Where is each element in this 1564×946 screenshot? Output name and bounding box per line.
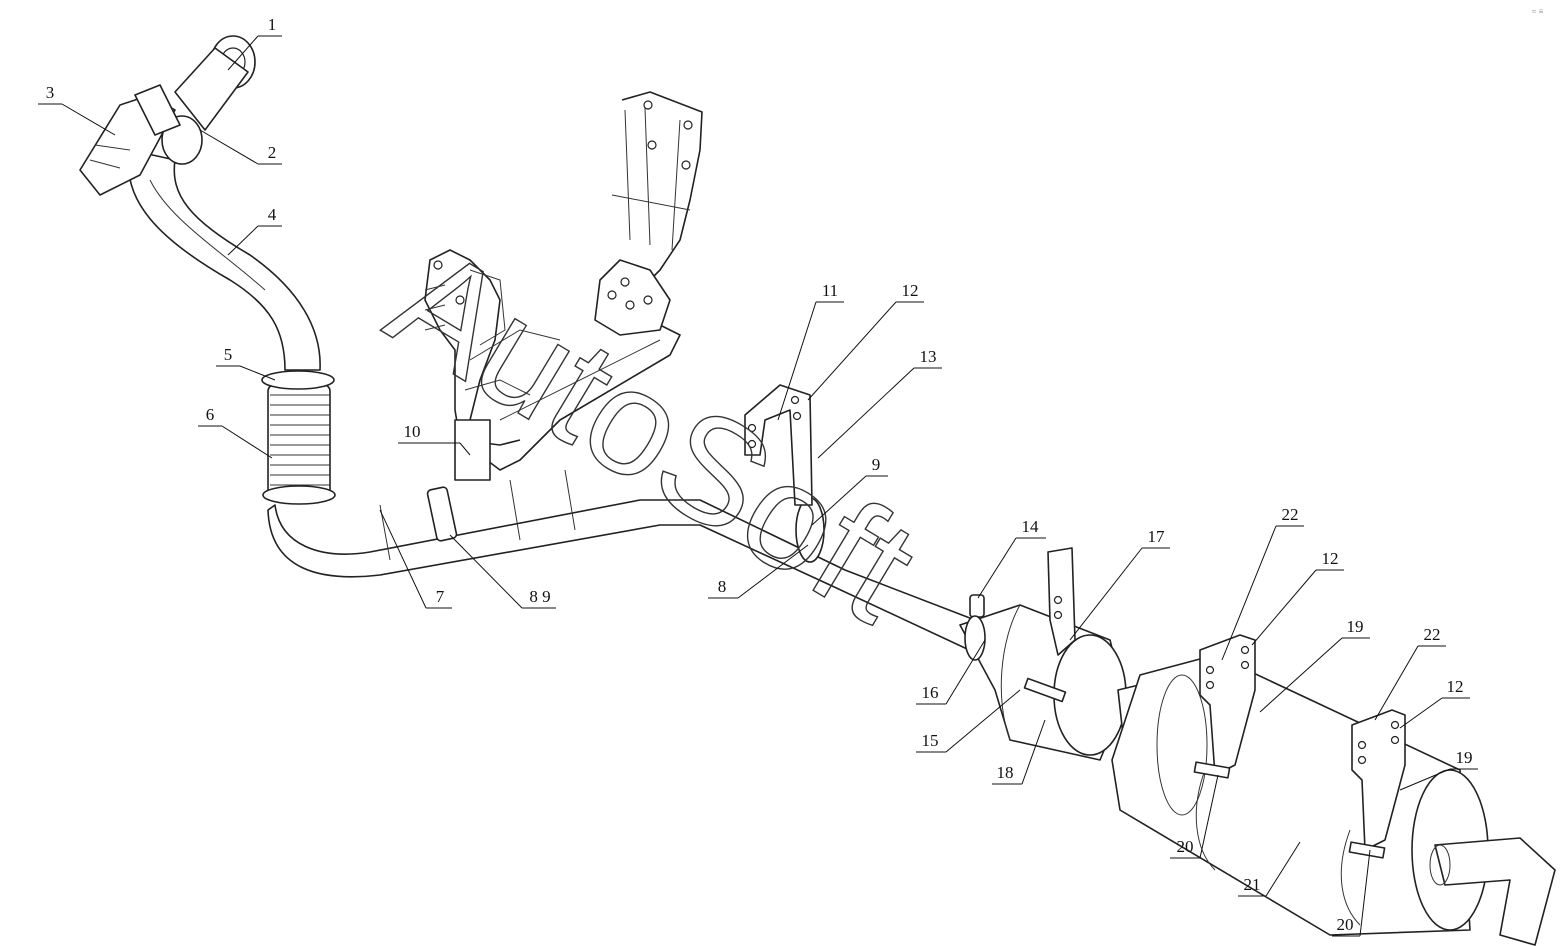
callout-label: 9 (872, 455, 881, 474)
callout-label: 13 (920, 347, 937, 366)
callout-label: 10 (404, 422, 421, 441)
callout-10: 11 (777, 281, 844, 421)
callout-leader-line (977, 537, 1017, 599)
callout-leader-line (199, 129, 259, 165)
callout-leader-line (1265, 841, 1301, 897)
callout-17: 16 (916, 639, 986, 705)
callout-leader-line (227, 225, 259, 256)
callout-leader-line (459, 442, 471, 456)
corner-mark: ≈ ≡ (1532, 7, 1544, 16)
callout-leader-line (1021, 719, 1046, 785)
callout-label: 22 (1424, 625, 1441, 644)
callout-15: 14 (977, 517, 1046, 599)
callout-leader-line (449, 534, 523, 609)
callout-19: 18 (992, 719, 1046, 785)
callout-label: 15 (922, 731, 939, 750)
callout-4: 4 (227, 205, 282, 256)
callout-leader-line (945, 689, 1021, 753)
callout-leader-line (811, 475, 867, 526)
callout-label: 5 (224, 345, 233, 364)
callout-leader-line (1259, 637, 1343, 713)
hanger-bracket-front (744, 384, 813, 506)
aftertreatment-canister-front (959, 547, 1127, 761)
callout-label: 8 9 (529, 587, 550, 606)
callout-5: 5 (216, 345, 276, 381)
callout-18: 15 (916, 689, 1021, 753)
callout-leader-line (1399, 768, 1451, 791)
callout-leader-line (1251, 569, 1317, 646)
callout-leader-line (239, 365, 276, 381)
callout-leader-line (61, 103, 116, 136)
callout-label: 20 (1177, 837, 1194, 856)
callout-leader-line (221, 425, 273, 459)
callout-16: 17 (1069, 527, 1170, 641)
callout-leader-line (807, 301, 897, 401)
callout-label: 7 (436, 587, 445, 606)
callout-label: 1 (268, 15, 277, 34)
callout-1: 1 (227, 15, 282, 71)
callout-6: 6 (198, 405, 273, 459)
exhaust-pipe (127, 149, 981, 656)
callout-label: 19 (1456, 748, 1473, 767)
callout-label: 16 (922, 683, 939, 702)
callout-leader-line (1199, 774, 1219, 859)
callout-leader-line (1221, 525, 1277, 661)
callout-leader-line (379, 509, 427, 609)
callout-label: 21 (1244, 875, 1261, 894)
callout-leader-line (1374, 645, 1419, 721)
callout-label: 8 (718, 577, 727, 596)
callout-leader-line (1069, 547, 1143, 641)
callout-2: 2 (199, 129, 282, 165)
muffler-main (1111, 634, 1556, 946)
callout-13: 9 (811, 455, 888, 526)
callout-label: 2 (268, 143, 277, 162)
callout-label: 3 (46, 83, 55, 102)
callout-label: 18 (997, 763, 1014, 782)
callout-14: 8 (708, 544, 809, 599)
callout-25: 19 (1399, 748, 1478, 791)
callout-leader-line (945, 639, 986, 705)
callout-label: 12 (902, 281, 919, 300)
callout-21: 12 (1251, 549, 1344, 646)
callout-label: 12 (1322, 549, 1339, 568)
callout-leader-line (227, 35, 259, 71)
callout-label: 4 (268, 205, 277, 224)
callout-leader-line (1359, 849, 1371, 937)
callout-leader-line (817, 367, 915, 459)
callout-leader-line (1399, 697, 1443, 729)
callout-label: 17 (1148, 527, 1166, 546)
callout-label: 14 (1022, 517, 1040, 536)
callout-leader-line (777, 301, 817, 421)
callout-label: 22 (1282, 505, 1299, 524)
callout-label: 11 (822, 281, 838, 300)
callout-3: 3 (38, 83, 116, 136)
callout-22: 19 (1259, 617, 1370, 713)
callout-27: 21 (1238, 841, 1301, 897)
callout-9: 10 (398, 422, 471, 456)
callout-26: 20 (1170, 774, 1219, 859)
callout-leader-line (737, 544, 809, 599)
callout-7: 7 (379, 509, 452, 609)
frame-bracket (424, 91, 703, 481)
callout-23: 22 (1374, 625, 1446, 721)
callout-label: 19 (1347, 617, 1364, 636)
callout-28: 20 (1332, 849, 1371, 937)
callout-20: 22 (1221, 505, 1304, 661)
callout-24: 12 (1399, 677, 1470, 729)
callout-label: 12 (1447, 677, 1464, 696)
callout-label: 20 (1337, 915, 1354, 934)
callout-label: 6 (206, 405, 215, 424)
callout-8: 8 9 (449, 534, 556, 609)
callout-11: 12 (807, 281, 924, 401)
callout-12: 13 (817, 347, 942, 459)
